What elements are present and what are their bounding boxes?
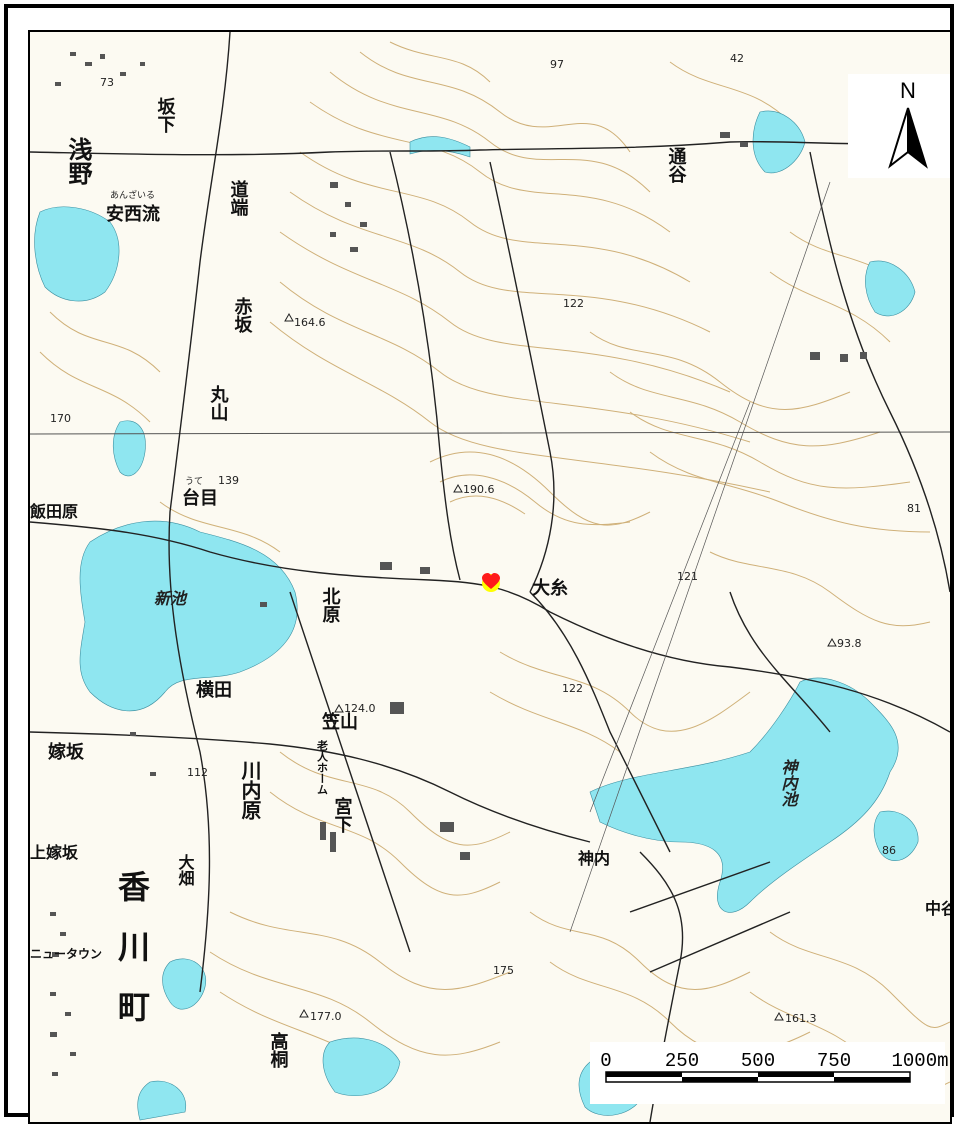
elev-121: 121 bbox=[677, 570, 698, 583]
elev-81: 81 bbox=[907, 502, 921, 515]
scale-tick-0: 0 bbox=[600, 1050, 612, 1072]
ruby-daime: うて bbox=[185, 476, 203, 487]
label-shinike: 新池 bbox=[154, 589, 188, 608]
elev-139: 139 bbox=[218, 474, 239, 487]
map-frame: 浅野 坂下 あんざいる 安西流 道端 赤坂 丸山 うて 台目 飯田原 北原 大糸… bbox=[4, 4, 954, 1124]
s-pond-1 bbox=[162, 958, 207, 1010]
label-iidabara: 飯田原 bbox=[30, 502, 78, 521]
triangulation-points bbox=[284, 312, 837, 1021]
elev-73: 73 bbox=[100, 76, 114, 89]
label-yokota: 横田 bbox=[196, 679, 232, 701]
place-labels: 浅野 坂下 あんざいる 安西流 道端 赤坂 丸山 うて 台目 飯田原 北原 大糸… bbox=[30, 97, 950, 1069]
ruby-anzairu: あんざいる bbox=[110, 189, 155, 201]
elev-93: 93.8 bbox=[837, 637, 862, 650]
scale-tick-250: 250 bbox=[664, 1050, 700, 1072]
nw-pond bbox=[34, 206, 120, 302]
elev-42: 42 bbox=[730, 52, 744, 65]
kounouchi-pond bbox=[589, 677, 899, 913]
building-clusters bbox=[50, 52, 867, 1076]
label-sakashita: 坂下 bbox=[155, 97, 176, 134]
w-pond bbox=[112, 420, 146, 477]
scale-bar-graphic bbox=[605, 1071, 911, 1083]
label-naka: 中谷 bbox=[925, 899, 950, 918]
elev-112: 112 bbox=[187, 766, 208, 779]
label-yomesaka: 嫁坂 bbox=[48, 741, 85, 763]
label-kamiyomesaka: 上嫁坂 bbox=[30, 843, 79, 862]
contour-lines bbox=[39, 41, 950, 1092]
water-labels: 新池 神内池 bbox=[154, 589, 798, 807]
elev-161: 161.3 bbox=[785, 1012, 817, 1025]
scale-bar: 0 250 500 750 1000m bbox=[590, 1042, 949, 1104]
heart-icon[interactable] bbox=[482, 573, 500, 589]
label-asano: 浅野 bbox=[64, 137, 92, 186]
north-label: N bbox=[900, 78, 916, 103]
elev-97: 97 bbox=[550, 58, 564, 71]
map-canvas[interactable]: 浅野 坂下 あんざいる 安西流 道端 赤坂 丸山 うて 台目 飯田原 北原 大糸… bbox=[28, 30, 952, 1124]
elevation-labels: 97 73 42 122 164.6 170 139 190.6 81 121 … bbox=[50, 52, 921, 1025]
elev-175: 175 bbox=[493, 964, 514, 977]
elev-170: 170 bbox=[50, 412, 71, 425]
label-ooito: 大糸 bbox=[532, 577, 568, 599]
north-arrow: N bbox=[848, 74, 950, 178]
elev-190: 190.6 bbox=[463, 483, 495, 496]
label-miyashita: 宮下 bbox=[332, 796, 353, 834]
scale-tick-500: 500 bbox=[740, 1050, 776, 1072]
label-kawauchihara: 川内原 bbox=[238, 760, 262, 820]
label-kounouchi: 神内 bbox=[578, 849, 610, 868]
elev-122-south: 122 bbox=[562, 682, 583, 695]
label-kitahara: 北原 bbox=[320, 587, 341, 624]
scale-tick-750: 750 bbox=[816, 1050, 852, 1072]
topographic-map[interactable]: 浅野 坂下 あんざいる 安西流 道端 赤坂 丸山 うて 台目 飯田原 北原 大糸… bbox=[30, 32, 950, 1122]
road-network bbox=[30, 32, 950, 1122]
label-tsuudani: 通谷 bbox=[666, 147, 687, 184]
map-grid-line bbox=[30, 431, 950, 435]
label-maruyama: 丸山 bbox=[208, 385, 230, 422]
shinike-pond bbox=[79, 520, 298, 712]
s-pond-2 bbox=[322, 1037, 401, 1096]
label-daime: 台目 bbox=[182, 487, 218, 509]
label-takagiri: 高桐 bbox=[268, 1031, 289, 1069]
elev-177: 177.0 bbox=[310, 1010, 342, 1023]
sw-pond bbox=[137, 1080, 187, 1121]
label-akasaka: 赤坂 bbox=[232, 297, 253, 334]
label-kasayama: 笠山 bbox=[321, 711, 358, 733]
elev-122-north: 122 bbox=[563, 297, 584, 310]
elev-86: 86 bbox=[882, 844, 896, 857]
label-newtown: ニュータウン bbox=[30, 947, 102, 961]
north-arrow-icon bbox=[888, 107, 928, 169]
elev-164: 164.6 bbox=[294, 316, 326, 329]
power-lines bbox=[569, 181, 831, 933]
site-marker[interactable] bbox=[482, 573, 500, 592]
label-kounouchiike: 神内池 bbox=[779, 759, 798, 807]
scale-tick-1000: 1000m bbox=[891, 1050, 949, 1072]
label-michibata: 道端 bbox=[228, 179, 249, 217]
label-anzairu: 安西流 bbox=[106, 203, 160, 225]
elev-124: 124.0 bbox=[344, 702, 376, 715]
label-kagawacho: 香川町 bbox=[113, 870, 151, 1050]
water-bodies bbox=[34, 110, 919, 1121]
e-pond bbox=[865, 260, 916, 317]
label-oobata: 大畑 bbox=[176, 853, 195, 887]
se-pond bbox=[873, 810, 919, 861]
label-rojinhome: 老人ホーム bbox=[316, 739, 330, 795]
